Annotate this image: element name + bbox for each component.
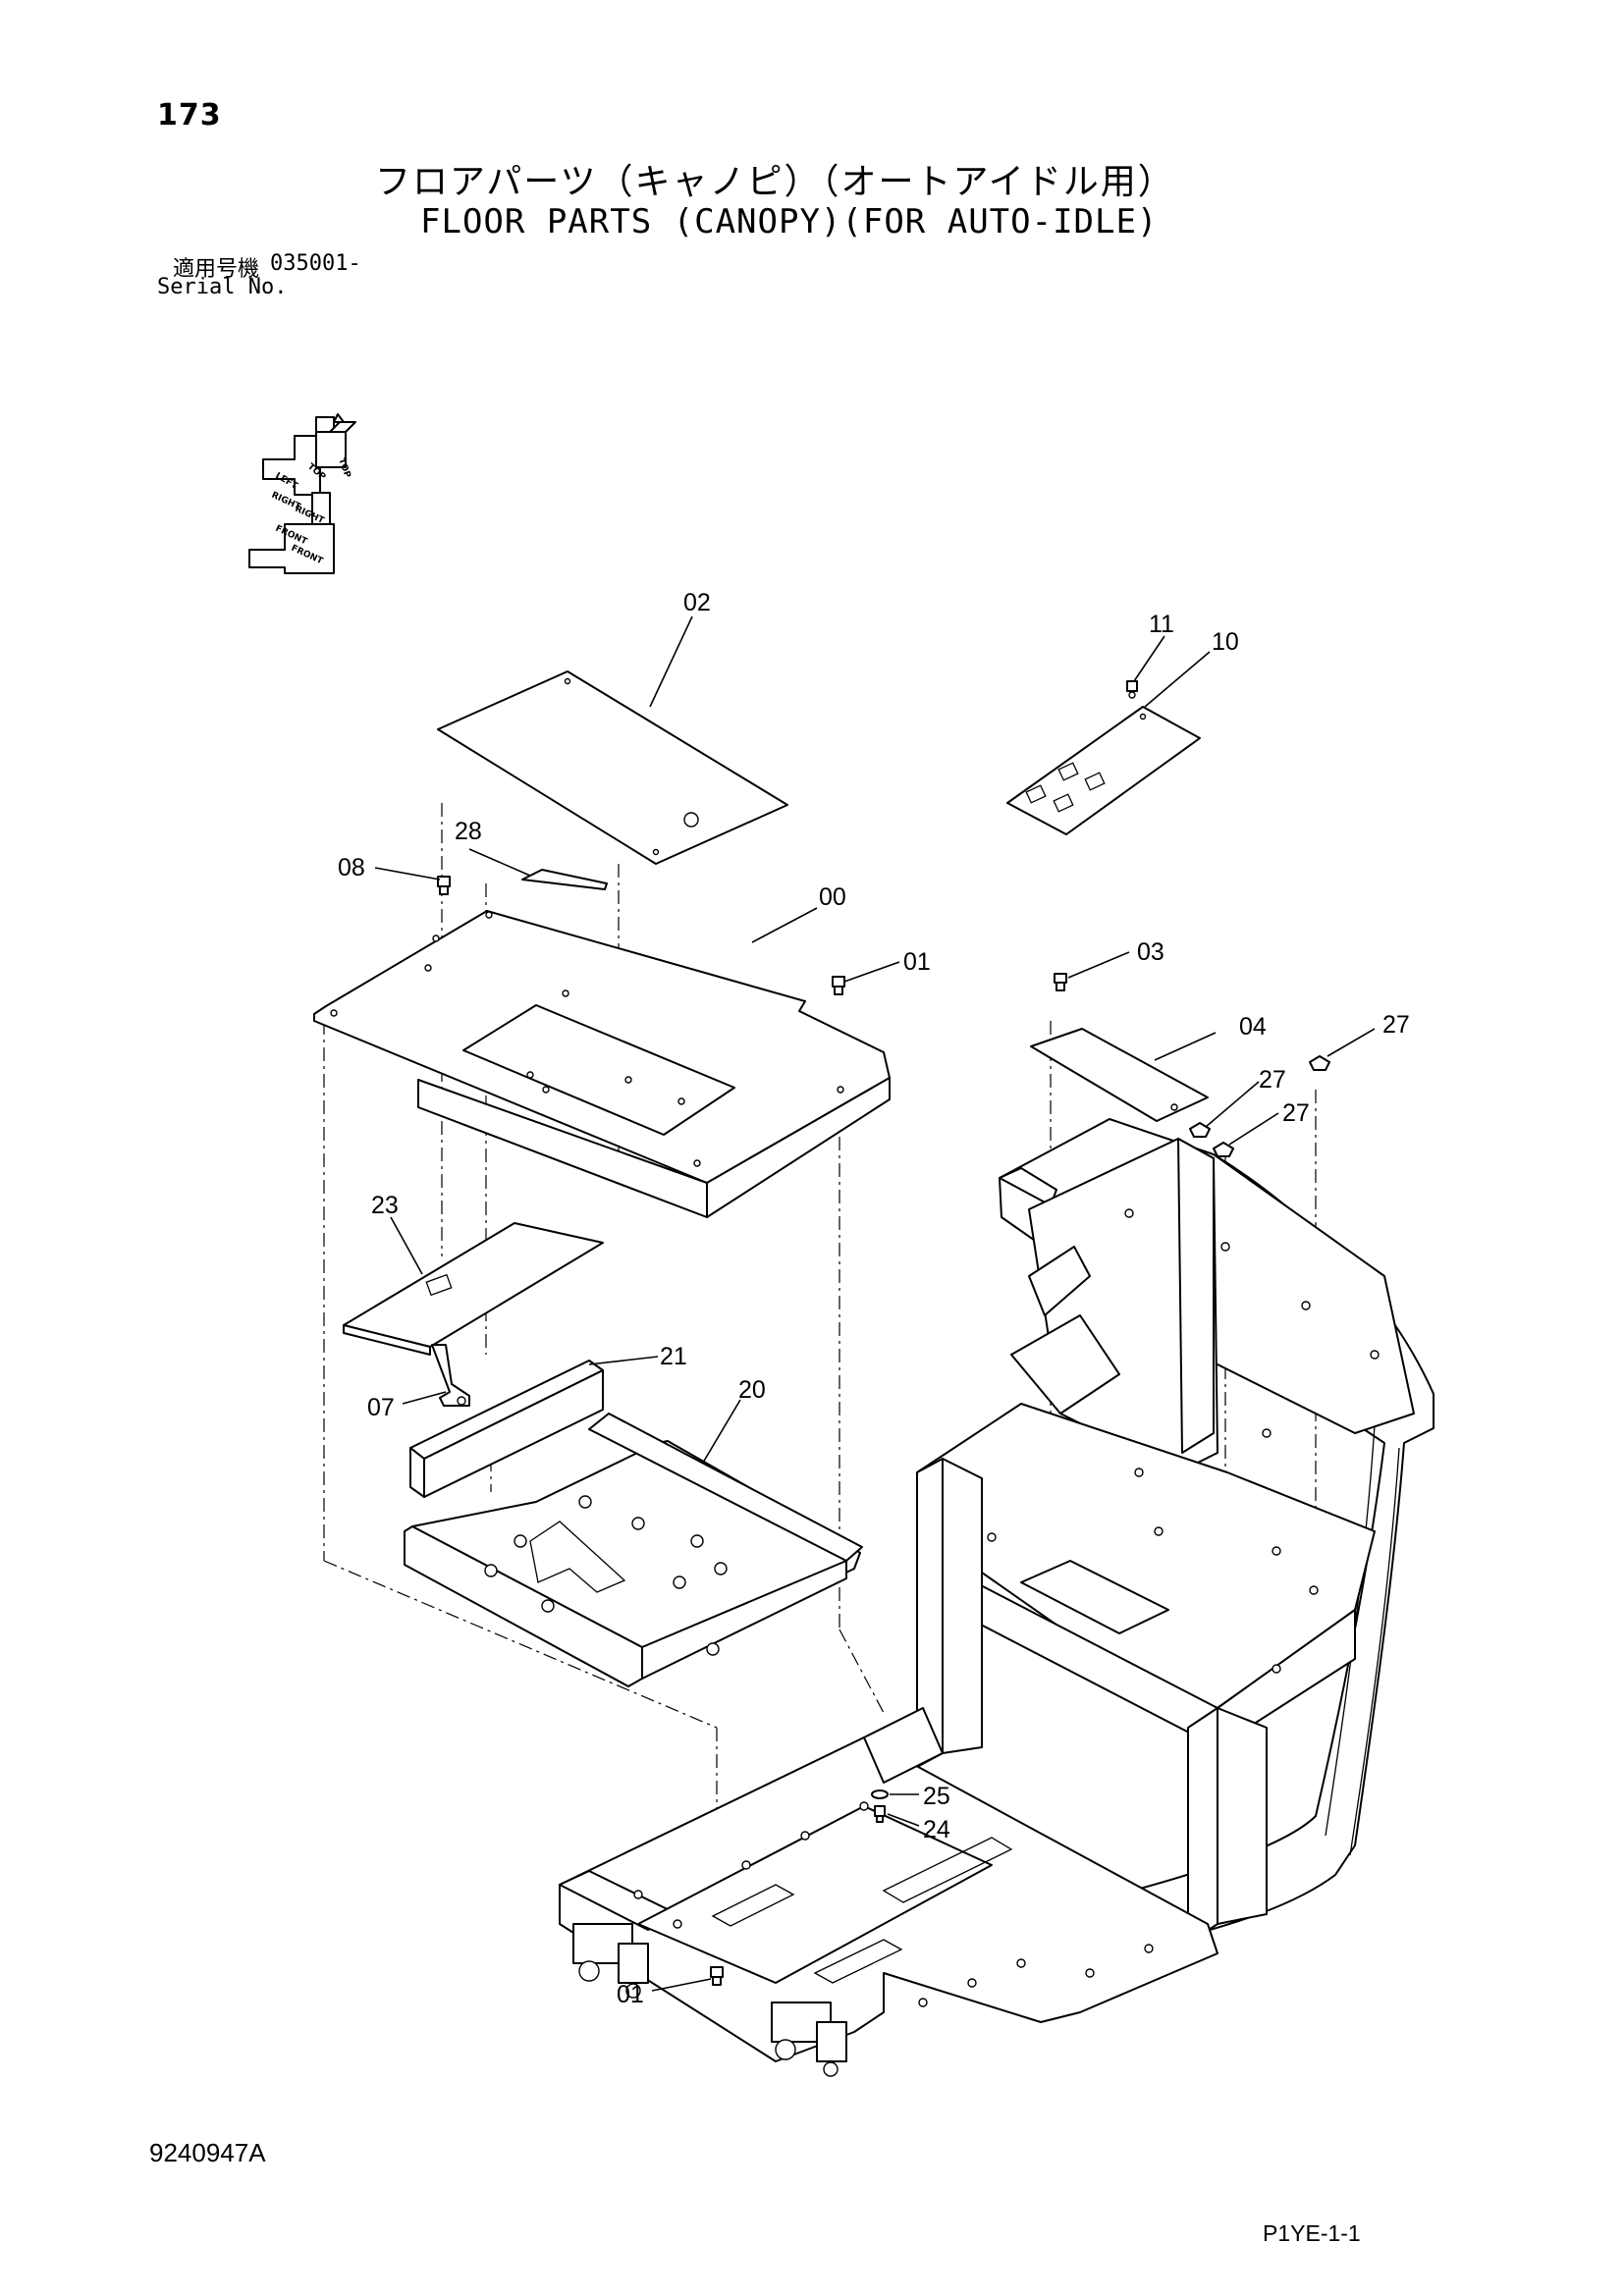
part-11-screw-icon [1126,680,1138,699]
callout-02: 02 [683,589,711,616]
part-02-floor-mat [437,670,788,865]
part-07-small-bracket [431,1344,470,1407]
part-24-bolt-icon [874,1805,886,1823]
serial-number-value: 035001- [270,251,361,276]
callout-28: 28 [455,818,482,845]
callout-01-lower: 01 [617,1981,644,2008]
part-03-bolt-icon [1054,973,1067,991]
page-title-english: FLOOR PARTS (CANOPY)(FOR AUTO-IDLE) [420,202,1159,241]
part-08-bolt-icon [437,876,451,895]
part-04-cover-plate [1030,1028,1209,1122]
callout-08: 08 [338,854,365,881]
callout-24: 24 [923,1816,950,1843]
callout-25: 25 [923,1783,950,1810]
callout-23: 23 [371,1192,399,1219]
callout-07: 07 [367,1394,395,1421]
serial-label-japanese: 適用号機 [173,257,260,282]
page-number: 173 [157,98,222,133]
callout-10: 10 [1212,628,1239,656]
part-01-bolt-upper-icon [832,976,845,995]
callout-03: 03 [1137,938,1164,966]
part-20-floor-frame [404,1413,863,1687]
part-23-bracket [343,1222,604,1356]
callout-labels: 02 11 10 28 08 00 01 03 04 27 27 27 23 2… [338,589,1410,2008]
callout-20: 20 [738,1376,766,1404]
callout-27-c: 27 [1282,1099,1310,1127]
part-01-bolt-lower-icon [710,1966,724,1986]
callout-27-b: 27 [1259,1066,1286,1094]
page-code: P1YE-1-1 [1263,2220,1361,2246]
part-25-washer-icon [871,1789,889,1799]
mount-foot-left [572,1923,649,1999]
part-10-switch-panel [1006,706,1201,835]
drawing-number: 9240947A [149,2138,266,2167]
callout-00: 00 [819,883,846,911]
part-21-seal-bar [409,1360,604,1498]
callout-21: 21 [660,1343,687,1370]
part-27-cap-icons [1189,1055,1330,1157]
serial-label-english: Serial No. [157,275,288,299]
callout-27-a: 27 [1382,1011,1410,1039]
part-28-seal-strip [521,869,608,890]
part-00-floor-plate [313,910,891,1218]
orientation-compass-icon: TOP LEFT RIGHT FRONT TOP RIGHT FRONT [248,413,356,574]
compass-label: TOP [336,457,352,480]
page-title-japanese: フロアパーツ（キャノピ）（オートアイドル用） [375,162,1175,202]
cab-frame-assembly [559,1118,1435,2077]
mount-foot-right [771,2002,847,2077]
leader-lines [374,615,1376,1992]
callout-01-upper: 01 [903,948,931,976]
callout-04: 04 [1239,1013,1267,1041]
callout-11: 11 [1149,611,1174,638]
